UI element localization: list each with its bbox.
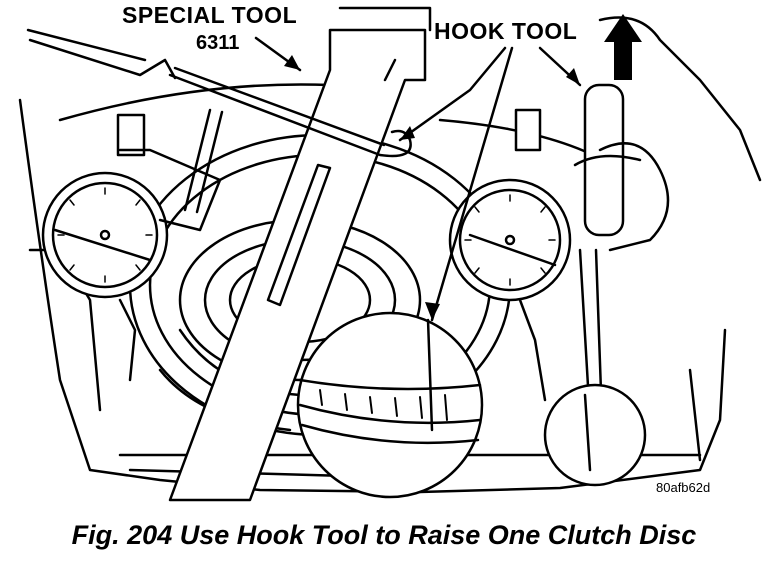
left-dial-indicator — [41, 108, 224, 382]
reference-code: 80afb62d — [656, 480, 711, 495]
tool-number-label: 6311 — [196, 32, 240, 54]
hook-tool — [26, 28, 412, 158]
special-tool-arrowhead — [284, 55, 300, 70]
special-tool-label: SPECIAL TOOL — [122, 2, 298, 28]
hook-tool-label: HOOK TOOL — [434, 18, 578, 44]
disc-arrowhead — [425, 302, 440, 320]
lift-direction-arrow-icon — [604, 14, 642, 80]
hand-lifting-hook — [543, 16, 762, 487]
hook-grip-arrowhead — [566, 68, 580, 85]
hook-tool-arrowhead — [400, 126, 415, 140]
right-dial-indicator — [448, 108, 572, 402]
magnified-clutch-disc-detail — [296, 311, 484, 499]
figure-caption: Fig. 204 Use Hook Tool to Raise One Clut… — [71, 520, 697, 550]
